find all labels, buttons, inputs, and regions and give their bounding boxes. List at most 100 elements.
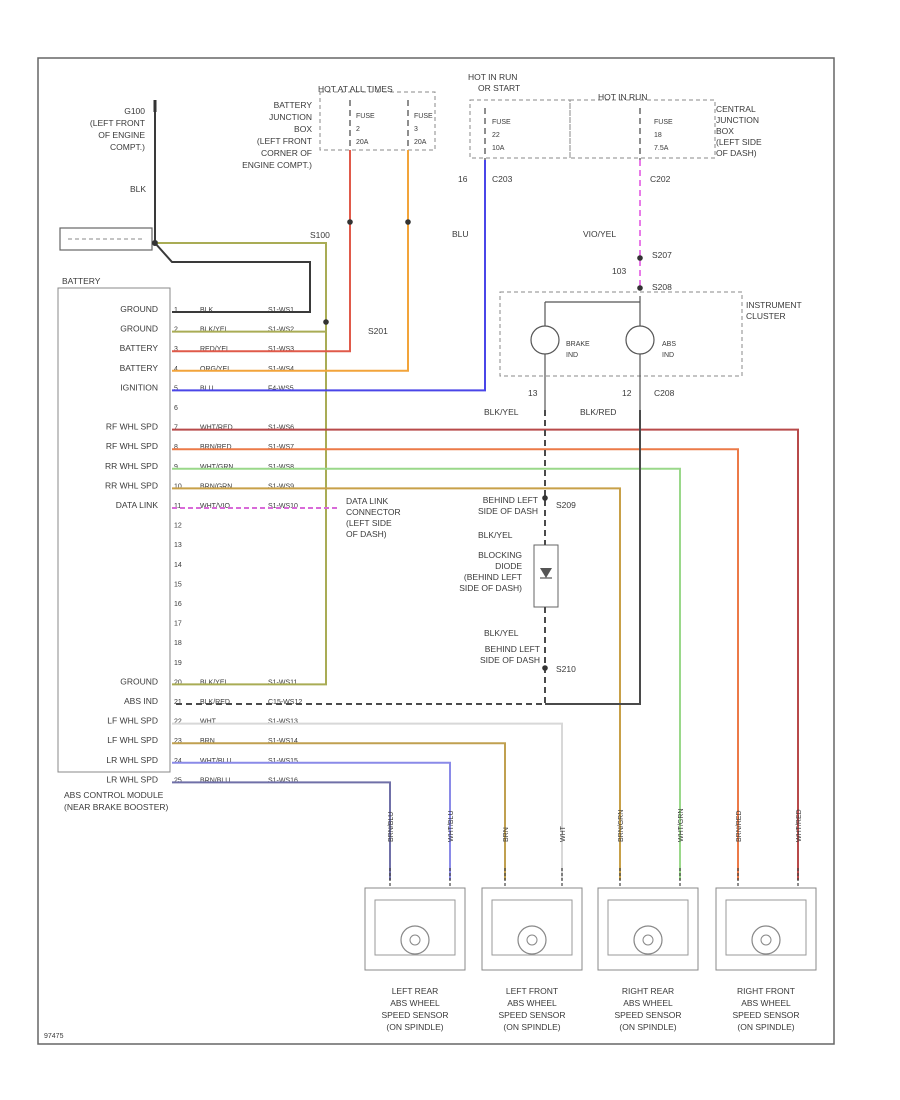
s210-label: S210 — [556, 664, 576, 674]
abs-ind-1: IND — [662, 352, 674, 359]
wire-blk-yel-ground — [155, 242, 327, 686]
abs-indicator-bulb — [625, 325, 655, 355]
instrument-cluster: INSTRUMENT CLUSTER BRAKE IND ABS IND — [499, 291, 802, 410]
sensor-wire-label: BRN/GRN — [618, 810, 625, 842]
s210-text-1: SIDE OF DASH — [480, 655, 540, 665]
s207-label: S207 — [652, 250, 672, 260]
blocking-diode — [533, 544, 559, 608]
ground-g100-label-3: COMPT.) — [110, 142, 145, 152]
wire-red-yel-battery — [172, 150, 351, 353]
sensor-label: SPEED SENSOR — [732, 1010, 799, 1020]
battery-junction-box: HOT AT ALL TIMES BATTERY JUNCTION BOX (L… — [242, 84, 436, 170]
data-link-connector-label: DATA LINK CONNECTOR (LEFT SIDE OF DASH) — [346, 496, 401, 539]
splice-dot — [152, 240, 158, 246]
s207-pin: 103 — [612, 266, 626, 276]
ground-g100-label-0: G100 — [124, 106, 145, 116]
central-junction-box: HOT IN RUN FUSE 18 7.5A CENTRAL JUNCTION… — [569, 92, 762, 160]
sensor-wire-label: WHT/BLU — [448, 811, 455, 843]
module-pin-name: LF WHL SPD — [107, 735, 158, 745]
module-pin-name: BATTERY — [120, 363, 159, 373]
sensor-label: (ON SPINDLE) — [503, 1022, 560, 1032]
wire-circuit-label: S1-WS1 — [268, 307, 294, 314]
wire-brn-blu — [172, 781, 391, 880]
wire-color-label: WHT/BLU — [200, 758, 232, 765]
wire-circuit-label: S1-WS13 — [268, 719, 298, 726]
fuse-b-1: 3 — [414, 126, 418, 133]
wire-circuit-label: S1-WS4 — [268, 366, 294, 373]
bjb-label-5: ENGINE COMPT.) — [242, 160, 312, 170]
c208-label: C208 — [654, 388, 675, 398]
module-caption-0: ABS CONTROL MODULE — [64, 790, 164, 800]
sensor-wire-label: BRN/BLU — [388, 812, 395, 842]
module-pin-number: 3 — [174, 346, 178, 353]
sensor-pole — [760, 934, 772, 946]
wire-color-label: BLU — [200, 385, 214, 392]
cjb-label-4: OF DASH) — [716, 148, 757, 158]
sensor-label: SPEED SENSOR — [614, 1010, 681, 1020]
module-pin-number: 25 — [174, 777, 182, 784]
diode-0: BLOCKING — [478, 550, 522, 560]
module-pin-name: GROUND — [120, 324, 158, 334]
wire-color-label: BRN/GRN — [200, 483, 232, 490]
module-pin-number: 15 — [174, 581, 182, 588]
wire-color-label: BLK/YEL — [200, 679, 229, 686]
module-pin-name: BATTERY — [120, 343, 159, 353]
sensor-label: RIGHT FRONT — [737, 986, 795, 996]
module-caption-1: (NEAR BRAKE BOOSTER) — [64, 802, 169, 812]
dlc-3: OF DASH) — [346, 529, 387, 539]
sensor-housing — [715, 887, 817, 971]
splice-dot — [347, 219, 353, 225]
wire-color-label: WHT/VIO — [200, 503, 230, 510]
fuse-d-2: 7.5A — [654, 145, 669, 152]
cjb-label-0: CENTRAL — [716, 104, 756, 114]
module-pin-name: DATA LINK — [116, 500, 159, 510]
sensor-housing — [597, 887, 699, 971]
splice-dot — [323, 319, 329, 325]
brake-ind-1: IND — [566, 352, 578, 359]
fuse-a-1: 2 — [356, 126, 360, 133]
dlc-1: CONNECTOR — [346, 507, 401, 517]
dlc-2: (LEFT SIDE — [346, 518, 392, 528]
c203-pin: 16 — [458, 174, 468, 184]
fuse-d-0: FUSE — [654, 119, 673, 126]
module-pin-number: 16 — [174, 601, 182, 608]
diode-2: (BEHIND LEFT — [464, 572, 522, 582]
sensor-label: ABS WHEEL — [390, 998, 440, 1008]
splice-dot — [542, 665, 548, 671]
module-pin-number: 10 — [174, 483, 182, 490]
module-pin-name: LR WHL SPD — [106, 774, 158, 784]
blk-yel-2: BLK/YEL — [478, 530, 513, 540]
c203-label: C203 — [492, 174, 513, 184]
sensor-label: (ON SPINDLE) — [737, 1022, 794, 1032]
wire-brn-red — [172, 448, 739, 880]
sensor-coil — [633, 925, 663, 955]
sensor-body — [491, 899, 573, 956]
wire-color-label: BRN/BLU — [200, 777, 230, 784]
module-pin-number: 24 — [174, 758, 182, 765]
module-pin-name: LR WHL SPD — [106, 755, 158, 765]
fuse-b-2: 20A — [414, 139, 427, 146]
module-pin-number: 9 — [174, 464, 178, 471]
sensor-housing — [481, 887, 583, 971]
sensor-label: ABS WHEEL — [623, 998, 673, 1008]
bjb-label-2: BOX — [294, 124, 312, 134]
wire-color-label: BLK/RED — [200, 699, 230, 706]
s201-label: S201 — [368, 326, 388, 336]
wire-blk-red-2 — [545, 410, 641, 705]
splice-dot — [637, 285, 643, 291]
sensor-pole — [409, 934, 421, 946]
sensor-coil — [751, 925, 781, 955]
splice-dot — [405, 219, 411, 225]
module-pin-name: IGNITION — [120, 382, 158, 392]
bjb-label-1: JUNCTION — [269, 112, 312, 122]
sensor-body — [725, 899, 807, 956]
sensor-body — [607, 899, 689, 956]
wire-blk-ground — [154, 112, 311, 313]
sensor-wire-label: WHT — [560, 825, 567, 842]
module-pin-number: 7 — [174, 425, 178, 432]
fuse-a-0: FUSE — [356, 113, 375, 120]
ground-g100: G100 (LEFT FRONT OF ENGINE COMPT.) BLK — [90, 100, 157, 194]
module-pin-name: ABS IND — [124, 696, 158, 706]
